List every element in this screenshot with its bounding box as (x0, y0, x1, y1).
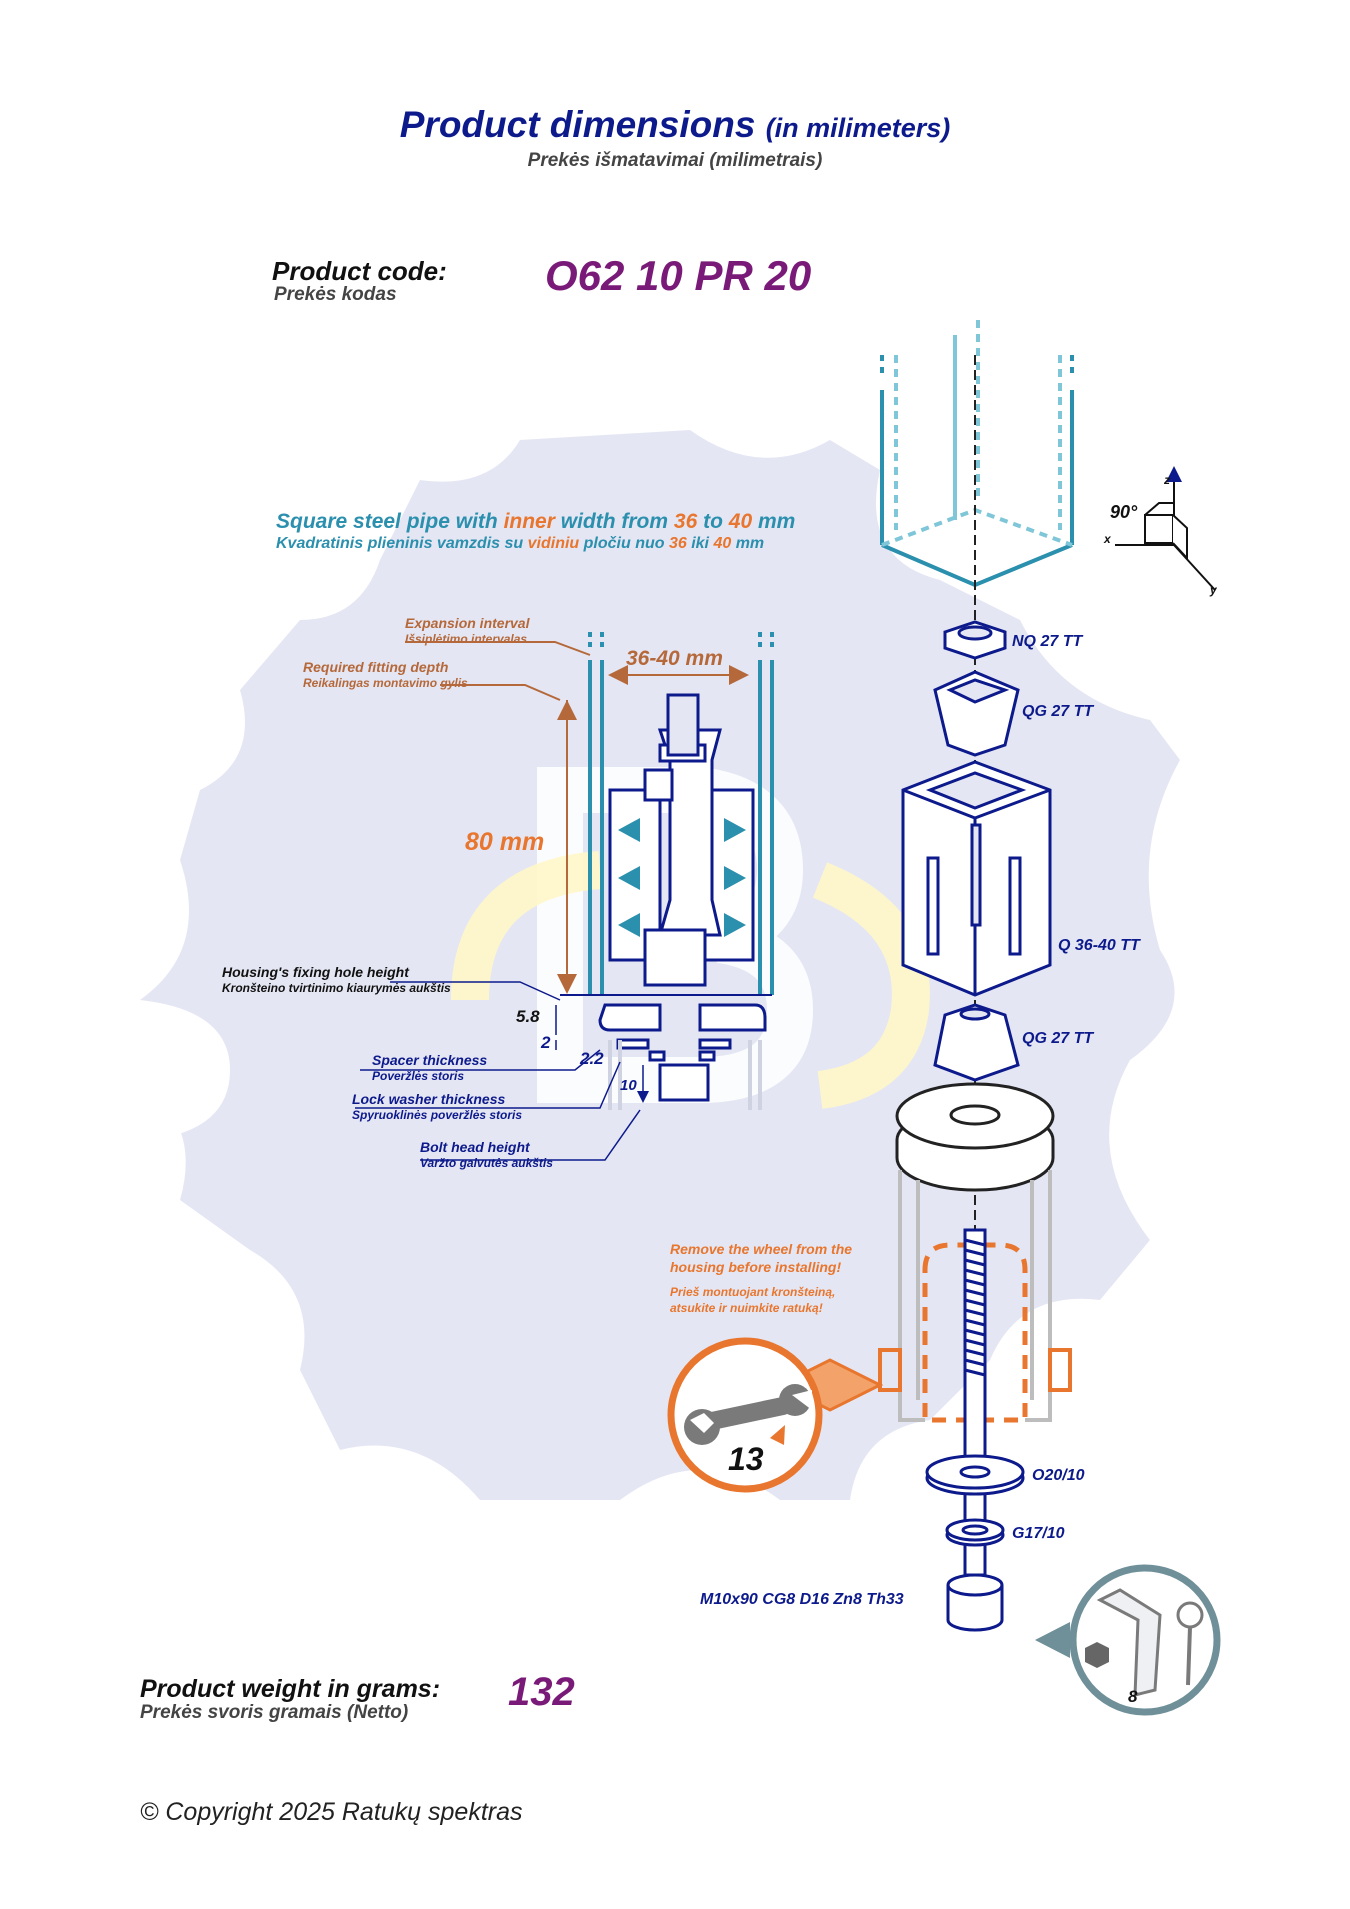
wrench-badge: 13 (667, 1337, 884, 1493)
pipe-description: Square steel pipe with inner width from … (276, 510, 796, 533)
hex-key-size: 8 (1128, 1687, 1138, 1706)
warning-en-1: Remove the wheel from the (670, 1241, 852, 1257)
title-main: Product dimensions (399, 104, 756, 145)
dim-hole-label-lt: Kronšteino tvirtinimo kiaurymės aukštis (222, 981, 451, 995)
dim-spacer-label-lt: Poveržlės storis (372, 1069, 464, 1083)
axis-z: z (1163, 473, 1170, 487)
label-lock-washer: G17/10 (1012, 1525, 1065, 1542)
page-title: Product dimensions (in milimeters) (0, 104, 1350, 146)
lower-fixing-drawing (598, 1003, 767, 1102)
copyright-footer: © Copyright 2025 Ratukų spektras (140, 1798, 523, 1826)
bolt-drawing (946, 1228, 1004, 1632)
washer-drawing (925, 1454, 1025, 1496)
dim-depth-value: 80 mm (465, 828, 544, 856)
dim-lockwasher-label: Lock washer thickness (352, 1091, 506, 1107)
label-cone-bottom: QG 27 TT (1022, 1030, 1094, 1047)
label-cone-top: QG 27 TT (1022, 703, 1094, 720)
dim-bolthead-label-lt: Varžto galvutės aukštis (420, 1156, 553, 1170)
expansion-arrows (618, 818, 746, 937)
label-nut: NQ 27 TT (1012, 633, 1083, 650)
wheel-outline (922, 1242, 1028, 1423)
dim-spacer-label: Spacer thickness (372, 1052, 487, 1068)
product-code-label-lt: Prekės kodas (274, 284, 397, 305)
dim-hole-label: Housing's fixing hole height (222, 964, 410, 980)
label-washer: O20/10 (1032, 1467, 1085, 1484)
leader-lines (355, 981, 649, 1161)
product-weight-label: Product weight in grams: (140, 1675, 441, 1703)
lower-ghost (608, 1040, 762, 1110)
top-cone-drawing (933, 670, 1020, 757)
product-weight-value: 132 (508, 1670, 575, 1714)
label-bolt: M10x90 CG8 D16 Zn8 Th33 (700, 1591, 904, 1608)
dim-depth-label-lt: Reikalingas montavimo gylis (303, 676, 468, 690)
product-code-label: Product code: (272, 256, 447, 286)
axis-x: x (1103, 532, 1112, 546)
pipe-section-drawing (560, 632, 774, 996)
dim-depth-label: Required fitting depth (303, 659, 448, 675)
dim-lockwasher-value: 2.2 (579, 1049, 604, 1068)
label-sleeve: Q 36-40 TT (1058, 937, 1141, 954)
wrench-size: 13 (728, 1441, 764, 1477)
warning-lt-2: atsukite ir nuimkite ratuką! (670, 1301, 823, 1315)
wheel-housing-ghost (878, 1170, 1072, 1422)
wrench-icon (684, 1384, 812, 1445)
dim-bolthead-label: Bolt head height (420, 1139, 531, 1155)
axes-icon (1115, 466, 1216, 591)
title-note: (in milimeters) (765, 113, 951, 143)
dim-spacer-value: 2 (540, 1033, 551, 1052)
bottom-cone-drawing (933, 1003, 1020, 1082)
product-code-value: O62 10 PR 20 (545, 252, 812, 299)
nut-drawing (943, 620, 1007, 660)
axis-y: y (1209, 583, 1218, 597)
dim-expansion-value: 36-40 mm (626, 647, 723, 670)
fitting-section-drawing (608, 693, 755, 987)
dim-expansion-label-lt: Išsiplėtimo intervalas (405, 632, 527, 646)
page-subtitle: Prekės išmatavimai (milimetrais) (527, 150, 823, 171)
lock-washer-drawing (945, 1518, 1005, 1547)
dimension-lines (405, 641, 749, 994)
square-pipe (880, 320, 1074, 588)
gear-notch-left (140, 1000, 230, 1140)
hex-key-badge: 8 (1035, 1564, 1221, 1716)
axes-angle: 90° (1110, 502, 1138, 522)
dim-expansion-label: Expansion interval (405, 615, 531, 631)
expansion-sleeve-drawing (901, 760, 1052, 997)
logo-ring (451, 851, 930, 1109)
dim-bolthead-value: 10 (620, 1077, 637, 1094)
top-plate-drawing (895, 1082, 1055, 1192)
hex-key-icon (1085, 1588, 1204, 1697)
warning-lt-1: Prieš montuojant kronšteiną, (670, 1285, 835, 1299)
dim-lockwasher-label-lt: Spyruoklinės poveržlės storis (352, 1108, 522, 1122)
dim-hole-value: 5.8 (516, 1007, 540, 1026)
pipe-description-lt: Kvadratinis plieninis vamzdis su vidiniu… (276, 535, 765, 552)
warning-en-2: housing before installing! (670, 1259, 841, 1275)
product-weight-label-lt: Prekės svoris gramais (Netto) (140, 1702, 409, 1723)
